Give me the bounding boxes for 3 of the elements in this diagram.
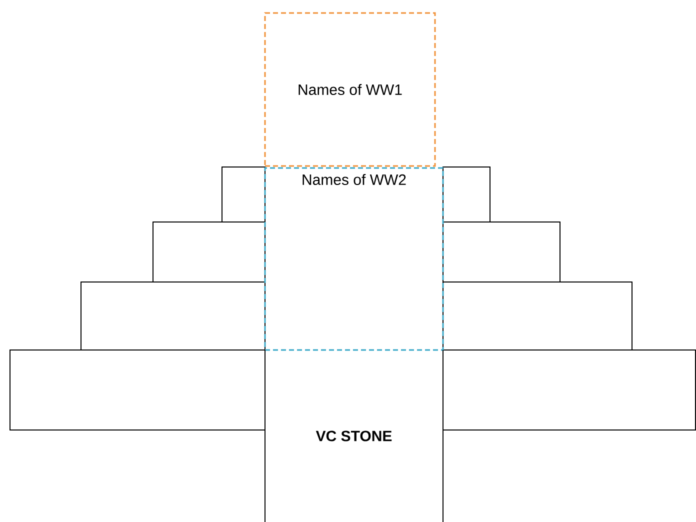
stone-column: VC STONE xyxy=(264,350,444,522)
dashed-box: Names of WW1 xyxy=(264,12,436,167)
dashed-box: Names of WW2 xyxy=(264,167,444,351)
